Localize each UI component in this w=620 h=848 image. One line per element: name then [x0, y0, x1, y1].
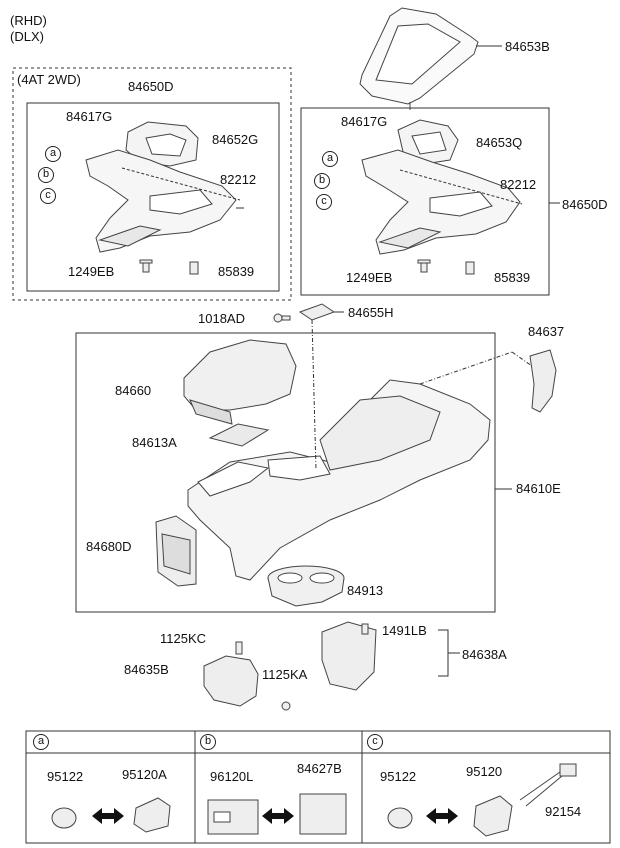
- left-bolt: [139, 259, 153, 273]
- right-tray-assembly: [361, 149, 521, 255]
- callout-a-left: a: [45, 146, 61, 162]
- part-label-84913: 84913: [347, 583, 384, 598]
- table-c-left: 95122: [380, 769, 417, 784]
- bracket-84635b: [203, 641, 291, 711]
- part-label-84610e: 84610E: [516, 481, 561, 496]
- part-label-84653b: 84653B: [505, 39, 550, 54]
- part-label-1491lb: 1491LB: [382, 623, 427, 638]
- right-bolt: [417, 259, 431, 273]
- table-c-mid: 95120: [466, 764, 503, 779]
- callout-c-left: c: [40, 188, 56, 204]
- part-label-84635b: 84635B: [124, 662, 169, 677]
- pad-84613a: [208, 423, 270, 447]
- console-body: [187, 379, 491, 581]
- shift-cover-84653b: [359, 7, 479, 110]
- bracket-84637: [529, 349, 557, 413]
- part-label-85839-right: 85839: [494, 270, 531, 285]
- table-header-c: c: [367, 734, 383, 750]
- part-label-84638a: 84638A: [462, 647, 507, 662]
- part-label-1125ka: 1125KA: [262, 667, 308, 682]
- note-rhd: (RHD): [10, 13, 47, 28]
- cupholder-84913: [267, 565, 345, 607]
- table-header-b: b: [200, 734, 216, 750]
- part-label-84652g: 84652G: [212, 132, 259, 147]
- part-label-84680d: 84680D: [86, 539, 132, 554]
- part-label-84650d-right: 84650D: [562, 197, 608, 212]
- armrest-lid: [183, 339, 297, 425]
- socket-95120: [473, 795, 513, 837]
- part-label-84650d-left: 84650D: [128, 79, 174, 94]
- part-label-1249eb-right: 1249EB: [346, 270, 393, 285]
- callout-b-right: b: [314, 173, 330, 189]
- panel-84680d: [155, 515, 197, 587]
- main-console-box: [75, 332, 496, 613]
- bolt-1018ad: [273, 313, 291, 323]
- left-clip: [189, 261, 199, 275]
- part-label-84655h: 84655H: [348, 305, 394, 320]
- part-label-84637: 84637: [528, 324, 565, 339]
- table-header-a: a: [33, 734, 49, 750]
- table-a-left: 95122: [47, 769, 84, 784]
- part-label-82212-left: 82212: [220, 172, 257, 187]
- arrow-b: [262, 808, 294, 824]
- callout-c-right: c: [316, 194, 332, 210]
- switch-84627b: [299, 793, 347, 835]
- note-dlx: (DLX): [10, 29, 44, 44]
- part-label-1249eb-left: 1249EB: [68, 264, 115, 279]
- harness-92154: [519, 763, 577, 807]
- variant-box-outline: [12, 67, 292, 301]
- note-4at-2wd: (4AT 2WD): [17, 72, 81, 87]
- right-clip: [465, 261, 475, 275]
- switch-96120l: [207, 799, 259, 835]
- bracket-84638a: [321, 621, 377, 691]
- cap-95122-a: [51, 807, 77, 829]
- part-label-84617g-right: 84617G: [341, 114, 388, 129]
- left-assembly-box: [26, 102, 280, 292]
- part-label-1018ad: 1018AD: [198, 311, 245, 326]
- callout-b-left: b: [38, 167, 54, 183]
- arrow-c: [426, 808, 458, 824]
- table-a-right: 95120A: [122, 767, 167, 782]
- right-assembly-box: [300, 107, 550, 296]
- callout-a-right: a: [322, 151, 338, 167]
- part-label-84617g-left: 84617G: [66, 109, 113, 124]
- table-b-right: 84627B: [297, 761, 342, 776]
- table-b-left: 96120L: [210, 769, 254, 784]
- part-label-84653q: 84653Q: [476, 135, 523, 150]
- table-c-right: 92154: [545, 804, 582, 819]
- plate-84655h: [298, 303, 336, 321]
- part-label-84613a: 84613A: [132, 435, 177, 450]
- arrow-a: [92, 808, 124, 824]
- table-outline: [25, 730, 611, 844]
- part-label-82212-right: 82212: [500, 177, 537, 192]
- socket-95120a: [133, 797, 171, 833]
- part-label-85839-left: 85839: [218, 264, 255, 279]
- right-upper-bracket: [397, 119, 459, 165]
- part-label-84660: 84660: [115, 383, 152, 398]
- part-label-1125kc: 1125KC: [160, 631, 207, 646]
- left-tray-assembly: [85, 149, 237, 253]
- cap-95122-c: [387, 807, 413, 829]
